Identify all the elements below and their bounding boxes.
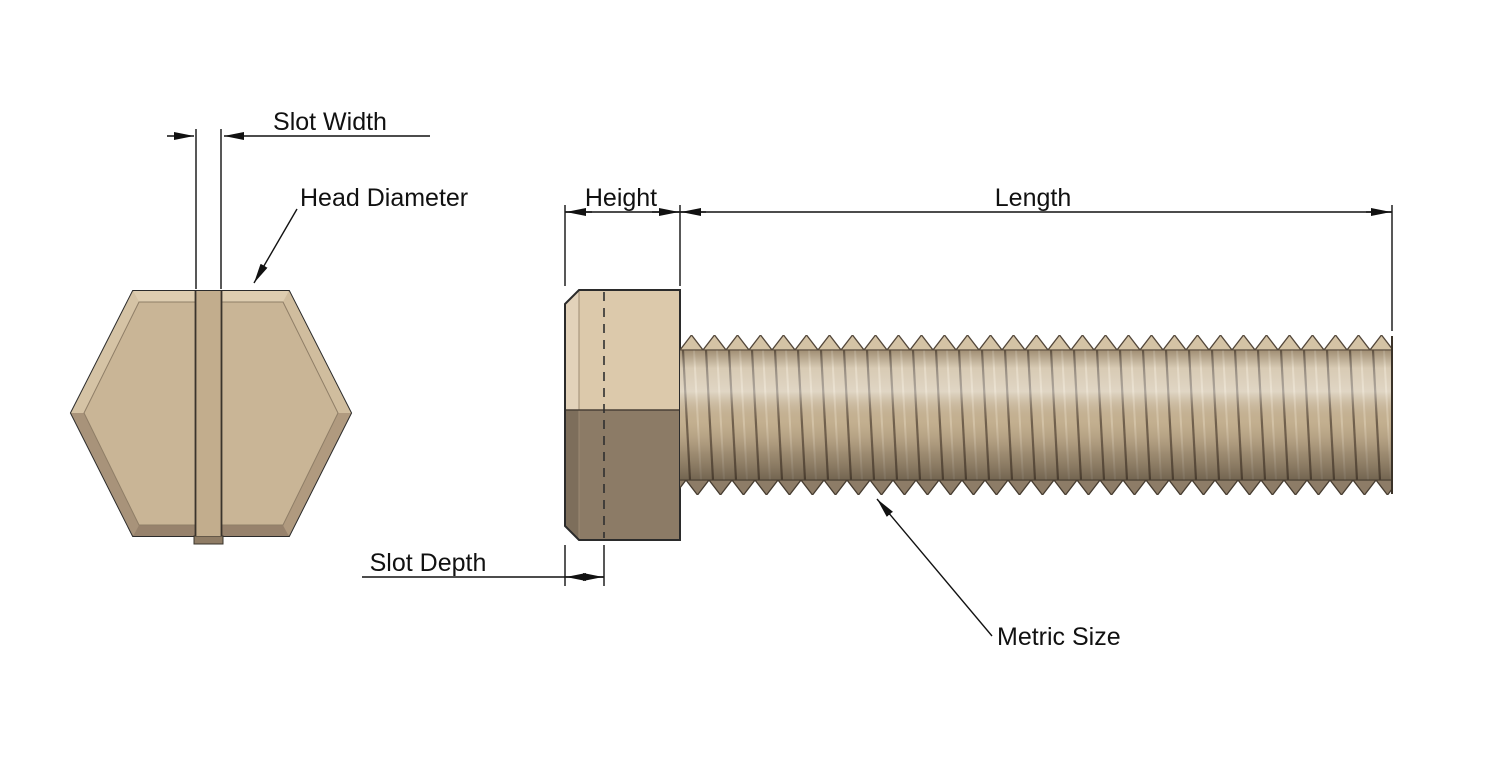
label-slot-depth: Slot Depth [370,549,487,577]
front-view-hex-head [69,290,353,545]
metric-size-leader [876,498,993,637]
slot-groove [195,291,222,536]
label-metric-size: Metric Size [997,623,1121,651]
hex-facet-bottom-right [283,413,351,536]
dim-slot-width: Slot Width [167,108,430,289]
head-upper-half [565,290,680,410]
head-lower-half [565,410,680,540]
label-head-diameter: Head Diameter [300,184,468,212]
head-chamfer-lower [565,410,579,540]
dim-metric-size: Metric Size [876,498,1121,651]
head-outline [564,289,681,541]
hex-facet-top-right [283,291,351,413]
label-length: Length [995,184,1071,212]
dim-head-diameter: Head Diameter [253,184,468,284]
thread-crests-bottom [680,480,1392,495]
thread-crests-top [680,335,1392,350]
dim-slot-depth: Slot Depth [362,545,605,586]
hex-facet-bottom-left [71,413,139,536]
hex-facet-top-left [71,291,139,413]
head-diameter-leader [253,208,298,284]
label-slot-width: Slot Width [273,108,387,136]
dim-height: Height [564,184,681,286]
label-height: Height [585,184,657,212]
head-chamfer-upper [565,290,579,410]
dimension-annotations: Slot Width Head Diameter Height Length [167,108,1393,651]
side-view-head [564,289,681,541]
shaft-shading-overlay [680,350,1392,480]
slot-bottom-nub [193,535,224,545]
hex-inner-bevel-outline [83,301,339,526]
dim-length: Length [680,184,1393,331]
threaded-shaft [680,335,1393,495]
